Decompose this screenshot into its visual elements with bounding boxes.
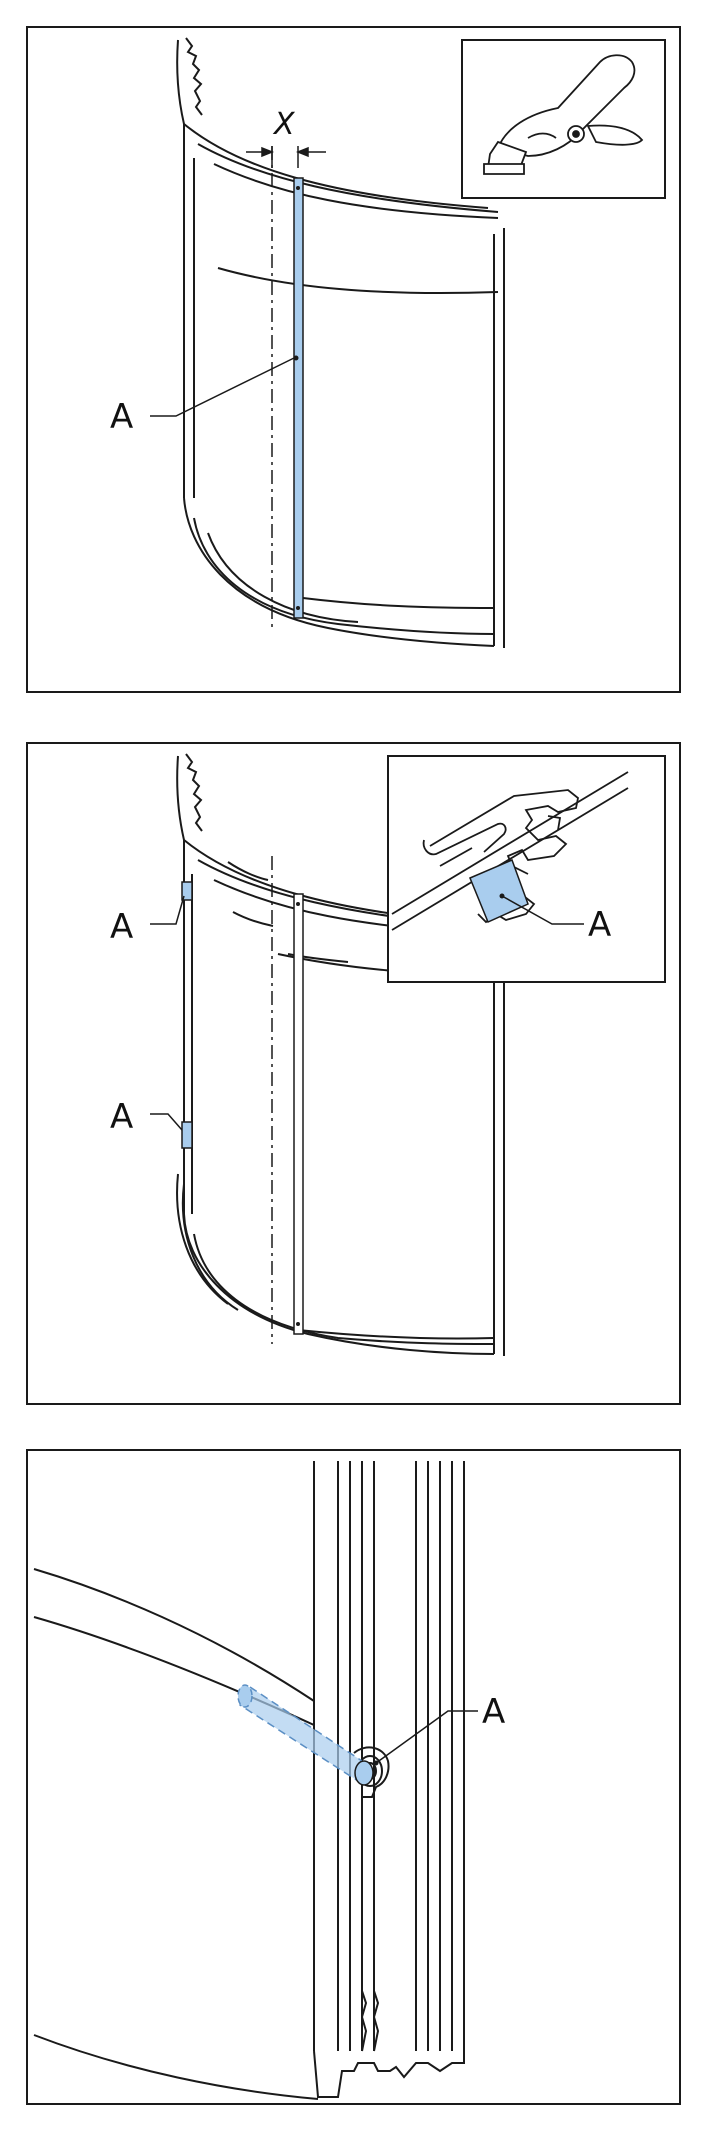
callout-a-upper: A bbox=[110, 907, 133, 947]
step-1-panel: X A bbox=[26, 26, 681, 693]
callout-a-lower: A bbox=[110, 1097, 133, 1137]
callout-a: A bbox=[110, 397, 133, 437]
step-2-illustration: A A A bbox=[110, 753, 666, 1356]
step-2-panel: A A A bbox=[26, 742, 681, 1405]
highlighted-clip-upper bbox=[181, 881, 193, 901]
highlighted-screw-a bbox=[237, 1684, 374, 1786]
spring-clamp-icon bbox=[483, 54, 644, 175]
dimension-label: X bbox=[272, 107, 296, 142]
highlighted-profile-a bbox=[293, 177, 304, 619]
step-1-illustration: X A bbox=[110, 37, 666, 648]
profile-detail-inset: A bbox=[387, 755, 666, 983]
step-3-illustration: A bbox=[33, 1461, 505, 2100]
highlighted-seal bbox=[469, 858, 529, 924]
dimension-x bbox=[246, 146, 326, 168]
installed-profile bbox=[293, 893, 304, 1335]
callout-a: A bbox=[482, 1692, 505, 1732]
clamp-inset bbox=[461, 39, 666, 199]
step-3-panel: A bbox=[26, 1449, 681, 2105]
detail-callout-a: A bbox=[588, 905, 611, 945]
highlighted-clip-lower bbox=[181, 1121, 193, 1149]
